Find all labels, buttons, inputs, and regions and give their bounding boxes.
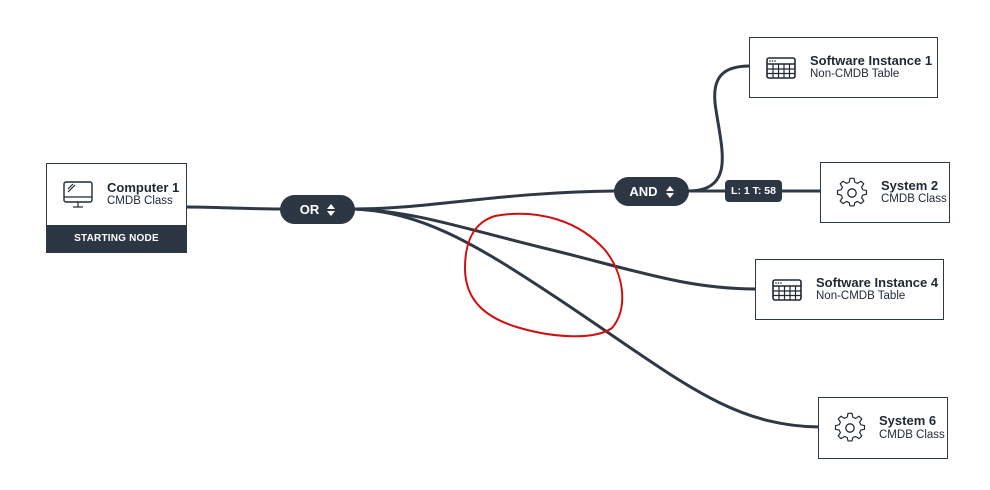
node-software-instance-4[interactable]: Software Instance 4 Non-CMDB Table xyxy=(755,259,944,320)
node-system6-title: System 6 xyxy=(879,413,937,429)
node-software-instance-4-title: Software Instance 4 xyxy=(816,274,939,290)
monitor-icon xyxy=(61,180,95,210)
gear-icon xyxy=(835,177,869,208)
or-operator-label: OR xyxy=(299,202,320,217)
starting-node-badge: STARTING NODE xyxy=(47,225,186,252)
node-software-instance-1[interactable]: Software Instance 1 Non-CMDB Table xyxy=(749,37,938,98)
edge-computer1-to-or[interactable] xyxy=(185,205,283,211)
node-software-instance-4-body: Software Instance 4 Non-CMDB Table xyxy=(756,260,943,319)
node-computer1-body: Computer 1 CMDB Class xyxy=(47,164,186,225)
node-system2-title: System 2 xyxy=(881,177,939,193)
node-software-instance-1-body: Software Instance 1 Non-CMDB Table xyxy=(750,38,937,97)
node-computer1-title: Computer 1 xyxy=(107,179,180,195)
node-system6-subtitle: CMDB Class xyxy=(879,428,945,441)
node-software-instance-1-title: Software Instance 1 xyxy=(810,52,933,68)
and-operator-toggle[interactable]: AND xyxy=(614,177,689,206)
node-software-instance-1-subtitle: Non-CMDB Table xyxy=(810,68,900,81)
node-software-instance-4-subtitle: Non-CMDB Table xyxy=(816,290,906,303)
edge-or-to-software-instance-4[interactable] xyxy=(353,207,757,291)
edge-and-to-software-instance-1[interactable] xyxy=(687,64,751,193)
table-icon xyxy=(764,53,798,83)
node-system2-subtitle: CMDB Class xyxy=(881,193,947,206)
node-system6-body: System 6 CMDB Class xyxy=(819,398,947,458)
table-icon xyxy=(770,275,804,305)
annotation-red-circle xyxy=(463,212,624,338)
edge-level-label[interactable]: L: 1 T: 58 xyxy=(725,180,782,202)
or-operator-toggle[interactable]: OR xyxy=(280,195,355,224)
and-operator-label: AND xyxy=(629,184,658,199)
edge-or-to-system6[interactable] xyxy=(353,207,821,429)
edge-or-to-and[interactable] xyxy=(353,189,617,211)
node-system6[interactable]: System 6 CMDB Class xyxy=(818,397,948,459)
sort-icon xyxy=(665,185,674,198)
node-computer1-subtitle: CMDB Class xyxy=(107,195,173,208)
node-system2[interactable]: System 2 CMDB Class xyxy=(820,162,950,223)
gear-icon xyxy=(833,412,867,443)
node-computer1[interactable]: Computer 1 CMDB Class STARTING NODE xyxy=(46,163,187,253)
sort-icon xyxy=(327,203,336,216)
node-system2-body: System 2 CMDB Class xyxy=(821,163,949,222)
